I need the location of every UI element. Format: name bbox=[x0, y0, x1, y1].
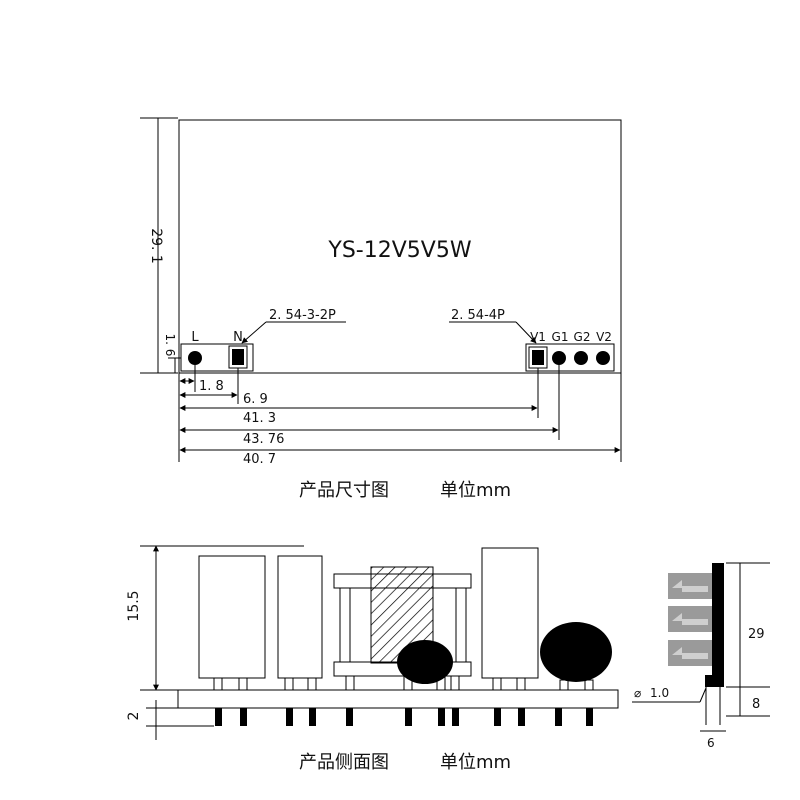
pcb-board bbox=[177, 689, 619, 709]
side-dim-pin-len: 2 bbox=[126, 712, 142, 721]
component-cap-3 bbox=[481, 547, 539, 679]
pin-label-l: L bbox=[191, 330, 199, 345]
model-label: YS-12V5V5W bbox=[327, 238, 471, 263]
dim-d3: 41. 3 bbox=[243, 411, 276, 426]
caption-side-unit: 单位mm bbox=[440, 752, 511, 773]
connector-right bbox=[525, 343, 615, 372]
pin-g1-dot bbox=[552, 351, 566, 365]
side-view: 15.5 2 bbox=[126, 545, 619, 773]
pin-label-g2: G2 bbox=[574, 330, 591, 344]
pin-l-dot bbox=[188, 351, 202, 365]
pin-label-v2: V2 bbox=[596, 330, 612, 344]
connector-right-label: 2. 54-4P bbox=[451, 308, 505, 323]
caption-top-unit: 单位mm bbox=[440, 480, 511, 501]
component-cap-2 bbox=[277, 555, 323, 679]
bottom-pins bbox=[215, 708, 593, 726]
pin-view: 29 8 ⌀ 1.0 6 bbox=[632, 562, 770, 750]
header-bar bbox=[712, 563, 724, 687]
pin-label-g1: G1 bbox=[552, 330, 569, 344]
pin-g2-dot bbox=[574, 351, 588, 365]
dim-height: 29. 1 bbox=[148, 228, 164, 264]
component-disc-large bbox=[540, 622, 612, 682]
top-view: YS-12V5V5W L N V1 G1 G2 V2 2. 54-3-2P 2.… bbox=[140, 117, 622, 501]
pin-dim-span: 29 bbox=[748, 627, 765, 642]
dim-d1: 1. 8 bbox=[199, 379, 224, 394]
pin-dim-diameter: 1.0 bbox=[650, 686, 669, 700]
pin-v2-dot bbox=[596, 351, 610, 365]
dim-d5: 40. 7 bbox=[243, 452, 276, 467]
pin-dim-len: 8 bbox=[752, 697, 760, 712]
dim-d2: 6. 9 bbox=[243, 392, 268, 407]
component-cap-1 bbox=[198, 555, 266, 679]
diameter-symbol: ⌀ bbox=[634, 686, 641, 700]
dim-d4: 43. 76 bbox=[243, 432, 284, 447]
caption-side-title: 产品侧面图 bbox=[299, 752, 389, 773]
board-outline bbox=[178, 119, 622, 374]
connector-left-label: 2. 54-3-2P bbox=[269, 308, 336, 323]
side-dim-height: 15.5 bbox=[126, 590, 142, 621]
caption-top-title: 产品尺寸图 bbox=[299, 480, 389, 501]
pin-dim-thickness: 6 bbox=[707, 736, 715, 750]
dim-pin-offset-y: 1. 6 bbox=[163, 334, 177, 357]
pin-label-n: N bbox=[233, 330, 243, 345]
component-disc-small bbox=[397, 640, 453, 684]
pin-label-v1: V1 bbox=[530, 330, 546, 344]
